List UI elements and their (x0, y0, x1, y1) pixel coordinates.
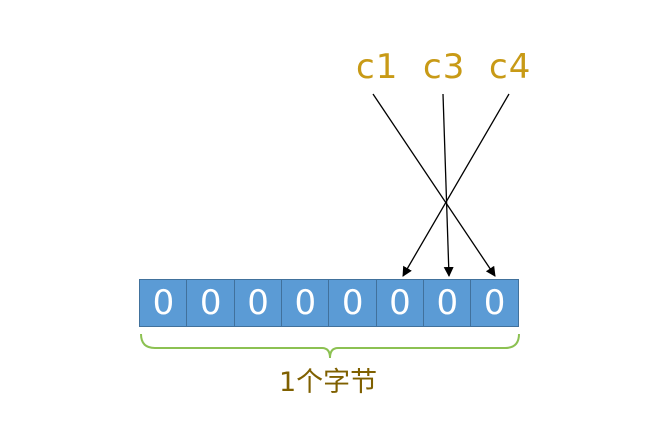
byte-brace (140, 333, 520, 359)
byte-cells: 0 0 0 0 0 0 0 0 (139, 279, 519, 327)
bit-cell-2: 0 (186, 279, 236, 327)
bit-cell-3: 0 (233, 279, 283, 327)
bit-cell-7: 0 (422, 279, 472, 327)
bit-cell-6: 0 (375, 279, 425, 327)
bit-cell-5: 0 (328, 279, 378, 327)
arrow-c1-to-bit-8 (372, 93, 496, 277)
bit-cell-4: 0 (280, 279, 330, 327)
arrow-c4-to-bit-6 (402, 93, 510, 277)
bit-cell-1: 0 (139, 279, 188, 327)
label-c4: c4 (489, 47, 532, 87)
bit-cell-8: 0 (470, 279, 519, 327)
byte-caption: 1个字节 (279, 367, 378, 398)
arrow-c3-to-bit-7 (442, 93, 454, 277)
label-c3: c3 (423, 47, 466, 87)
label-c1: c1 (356, 47, 399, 87)
